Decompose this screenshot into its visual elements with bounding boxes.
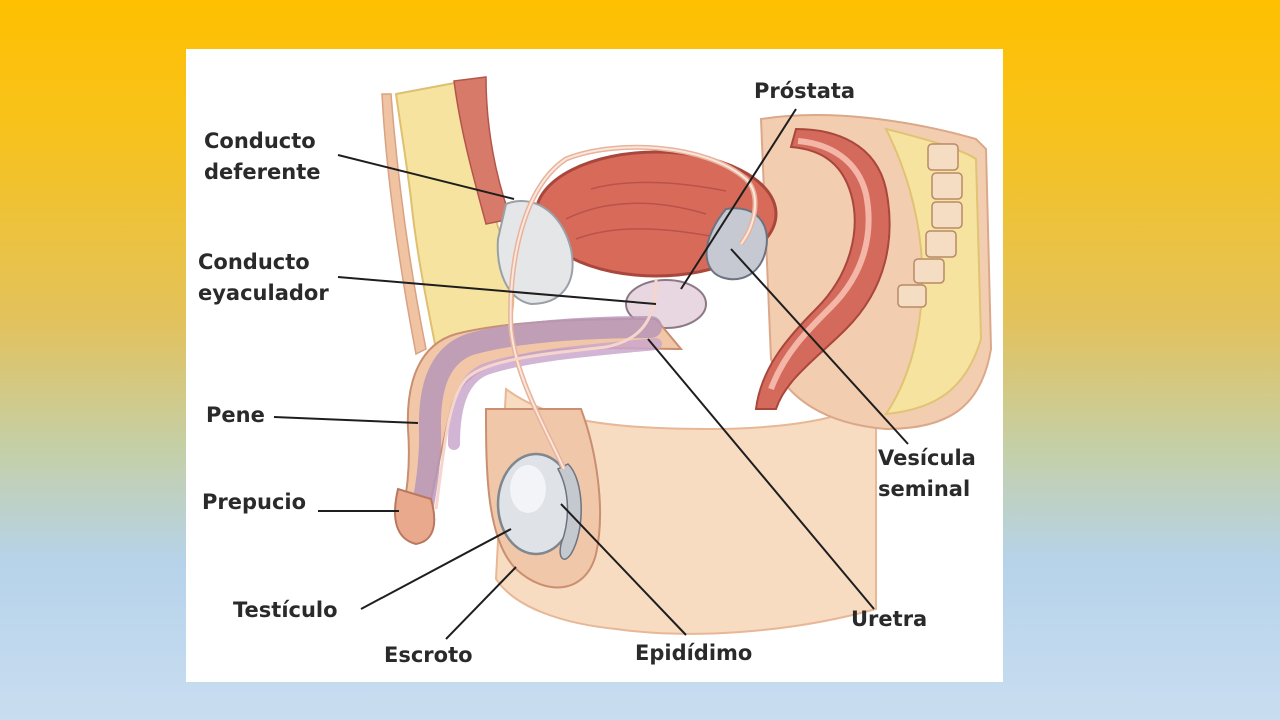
testis-highlight bbox=[510, 465, 546, 513]
label-testiculo-text: Testículo bbox=[233, 598, 338, 622]
label-vesicula-seminal: Vesícula seminal bbox=[878, 443, 976, 505]
urethra-tube bbox=[434, 278, 658, 510]
label-conducto-deferente-line1: Conducto bbox=[204, 129, 316, 153]
label-uretra-text: Uretra bbox=[851, 607, 928, 631]
label-uretra: Uretra bbox=[851, 604, 927, 635]
label-escroto: Escroto bbox=[384, 640, 473, 671]
diagram-panel: Próstata Conducto deferente Conducto eya… bbox=[186, 49, 1003, 682]
label-prepucio-text: Prepucio bbox=[202, 490, 307, 514]
prostate bbox=[625, 279, 707, 329]
male-reproductive-anatomy-illustration bbox=[273, 76, 993, 640]
label-conducto-deferente: Conducto deferente bbox=[204, 126, 320, 188]
label-escroto-text: Escroto bbox=[384, 643, 473, 667]
label-testiculo: Testículo bbox=[233, 595, 338, 626]
label-conducto-deferente-line2: deferente bbox=[204, 160, 321, 184]
label-epididimo-text: Epidídimo bbox=[635, 641, 753, 665]
label-prepucio: Prepucio bbox=[202, 487, 306, 518]
abdominal-skin bbox=[381, 93, 427, 356]
rectum-lumen bbox=[768, 138, 872, 391]
label-vesicula-seminal-line1: Vesícula bbox=[878, 446, 976, 470]
label-prostata-text: Próstata bbox=[754, 79, 856, 103]
label-conducto-eyaculador-line1: Conducto bbox=[198, 250, 310, 274]
sacrum bbox=[897, 143, 963, 308]
glans bbox=[394, 487, 436, 546]
leader-lines bbox=[273, 108, 909, 640]
label-pene-text: Pene bbox=[206, 403, 265, 427]
label-conducto-eyaculador-line2: eyaculador bbox=[198, 281, 329, 305]
label-pene: Pene bbox=[206, 400, 265, 431]
vas-deferens-core bbox=[509, 146, 757, 470]
corpus-cavernosum bbox=[411, 316, 662, 522]
pubic-bone bbox=[496, 200, 574, 306]
corpus-spongiosum bbox=[448, 338, 662, 450]
label-epididimo: Epidídimo bbox=[635, 638, 752, 669]
rectum bbox=[754, 127, 891, 410]
label-conducto-eyaculador: Conducto eyaculador bbox=[198, 247, 329, 309]
label-prostata: Próstata bbox=[754, 76, 855, 107]
bladder-folds bbox=[565, 181, 727, 240]
label-vesicula-seminal-line2: seminal bbox=[878, 477, 971, 501]
